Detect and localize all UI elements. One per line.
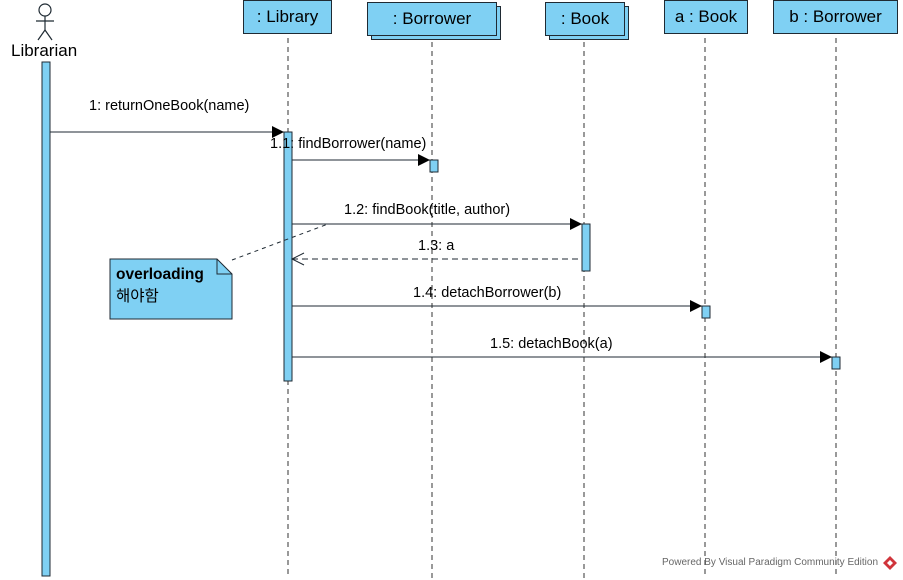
message-label-1-3: 1.3: a bbox=[418, 238, 455, 254]
note-shape bbox=[109, 258, 233, 320]
message-label-1-2: 1.2: findBook(title, author) bbox=[344, 202, 511, 218]
librarian-activation bbox=[41, 61, 51, 577]
message-label-1: 1: returnOneBook(name) bbox=[89, 98, 250, 114]
lifeline-borrower[interactable]: : Borrower bbox=[367, 2, 497, 36]
arrowhead-1-5 bbox=[820, 351, 832, 363]
b-borrower-activation bbox=[831, 356, 841, 370]
note-body: 해야함 bbox=[116, 288, 159, 305]
message-label-1-1: 1.1: findBorrower(name) bbox=[270, 136, 427, 152]
message-label-1-4: 1.4: detachBorrower(b) bbox=[413, 285, 562, 301]
lifeline-library[interactable]: : Library bbox=[243, 0, 332, 34]
librarian-actor-icon bbox=[36, 3, 54, 41]
arrowhead-1-1 bbox=[418, 154, 430, 166]
arrowhead-1-4 bbox=[690, 300, 702, 312]
arrowhead-1-3 bbox=[290, 252, 305, 266]
footer-watermark: Powered By Visual Paradigm Community Edi… bbox=[662, 557, 879, 568]
actor-label: Librarian bbox=[11, 41, 78, 60]
lifeline-a-book[interactable]: a : Book bbox=[664, 0, 748, 34]
a-book-activation bbox=[701, 305, 711, 319]
lifeline-b-borrower[interactable]: b : Borrower bbox=[773, 0, 898, 34]
message-label-1-5: 1.5: detachBook(a) bbox=[490, 336, 613, 352]
library-activation bbox=[283, 131, 293, 382]
arrowhead-1 bbox=[272, 126, 284, 138]
book-activation bbox=[581, 223, 591, 272]
lifeline-book[interactable]: : Book bbox=[545, 2, 625, 36]
borrower-activation bbox=[429, 159, 439, 173]
arrowhead-1-2 bbox=[570, 218, 582, 230]
note-title: overloading bbox=[116, 266, 204, 283]
note-connector bbox=[231, 223, 329, 261]
visual-paradigm-logo-icon bbox=[883, 556, 897, 570]
lifeline-dashes bbox=[287, 38, 837, 578]
note[interactable]: overloading 해야함 bbox=[116, 264, 204, 308]
